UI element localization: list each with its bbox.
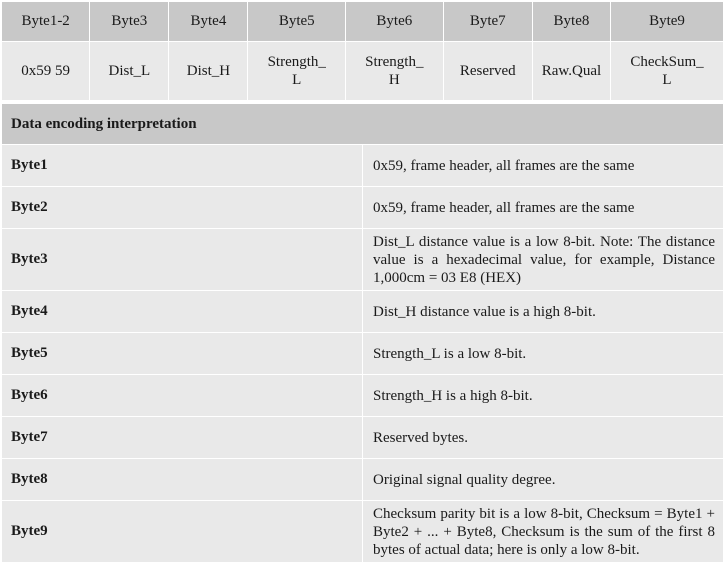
byte-value-cell: Reserved xyxy=(442,41,533,101)
byte-description: Strength_H is a high 8-bit. xyxy=(362,374,724,417)
table-row: Byte7 Reserved bytes. xyxy=(1,416,724,459)
byte-label: Byte9 xyxy=(1,500,363,563)
byte-value-cell: CheckSum_ L xyxy=(609,41,725,101)
byte-header-row: Byte1-2 Byte3 Byte4 Byte5 Byte6 Byte7 By… xyxy=(0,1,725,42)
byte-value-cell: Strength_ H xyxy=(345,41,444,101)
byte-value-cell: Dist_H xyxy=(168,41,249,101)
byte-value-cell: 0x59 59 xyxy=(0,41,91,101)
byte-column-header: Byte4 xyxy=(168,1,249,42)
interpretation-section-row: Data encoding interpretation xyxy=(1,103,724,145)
table-row: Byte8 Original signal quality degree. xyxy=(1,458,724,501)
byte-description: Strength_L is a low 8-bit. xyxy=(362,332,724,375)
table-row: Byte9 Checksum parity bit is a low 8-bit… xyxy=(1,500,724,563)
byte-column-header: Byte8 xyxy=(531,1,611,42)
byte-column-header: Byte1-2 xyxy=(0,1,91,42)
byte-value-cell: Strength_ L xyxy=(247,41,347,101)
byte-label: Byte4 xyxy=(1,290,363,333)
byte-layout-table: Byte1-2 Byte3 Byte4 Byte5 Byte6 Byte7 By… xyxy=(0,1,725,101)
byte-column-header: Byte9 xyxy=(609,1,725,42)
byte-description: Dist_H distance value is a high 8-bit. xyxy=(362,290,724,333)
byte-label: Byte7 xyxy=(1,416,363,459)
byte-label: Byte3 xyxy=(1,228,363,291)
interpretation-table: Data encoding interpretation Byte1 0x59,… xyxy=(1,103,724,563)
byte-value-cell: Raw.Qual xyxy=(531,41,611,101)
byte-column-header: Byte6 xyxy=(345,1,444,42)
byte-label: Byte6 xyxy=(1,374,363,417)
byte-column-header: Byte5 xyxy=(247,1,347,42)
byte-value-row: 0x59 59 Dist_L Dist_H Strength_ L Streng… xyxy=(0,41,725,101)
table-row: Byte4 Dist_H distance value is a high 8-… xyxy=(1,290,724,333)
table-row: Byte3 Dist_L distance value is a low 8-b… xyxy=(1,228,724,291)
table-row: Byte5 Strength_L is a low 8-bit. xyxy=(1,332,724,375)
byte-description: Dist_L distance value is a low 8-bit. No… xyxy=(362,228,724,291)
byte-description: Checksum parity bit is a low 8-bit, Chec… xyxy=(362,500,724,563)
table-row: Byte2 0x59, frame header, all frames are… xyxy=(1,186,724,229)
byte-column-header: Byte3 xyxy=(89,1,170,42)
table-row: Byte6 Strength_H is a high 8-bit. xyxy=(1,374,724,417)
byte-description: 0x59, frame header, all frames are the s… xyxy=(362,186,724,229)
table-row: Byte1 0x59, frame header, all frames are… xyxy=(1,144,724,187)
byte-label: Byte1 xyxy=(1,144,363,187)
byte-value-cell: Dist_L xyxy=(89,41,170,101)
byte-description: Original signal quality degree. xyxy=(362,458,724,501)
byte-column-header: Byte7 xyxy=(442,1,533,42)
byte-label: Byte2 xyxy=(1,186,363,229)
byte-label: Byte5 xyxy=(1,332,363,375)
byte-label: Byte8 xyxy=(1,458,363,501)
byte-description: 0x59, frame header, all frames are the s… xyxy=(362,144,724,187)
section-title: Data encoding interpretation xyxy=(1,103,724,145)
byte-description: Reserved bytes. xyxy=(362,416,724,459)
